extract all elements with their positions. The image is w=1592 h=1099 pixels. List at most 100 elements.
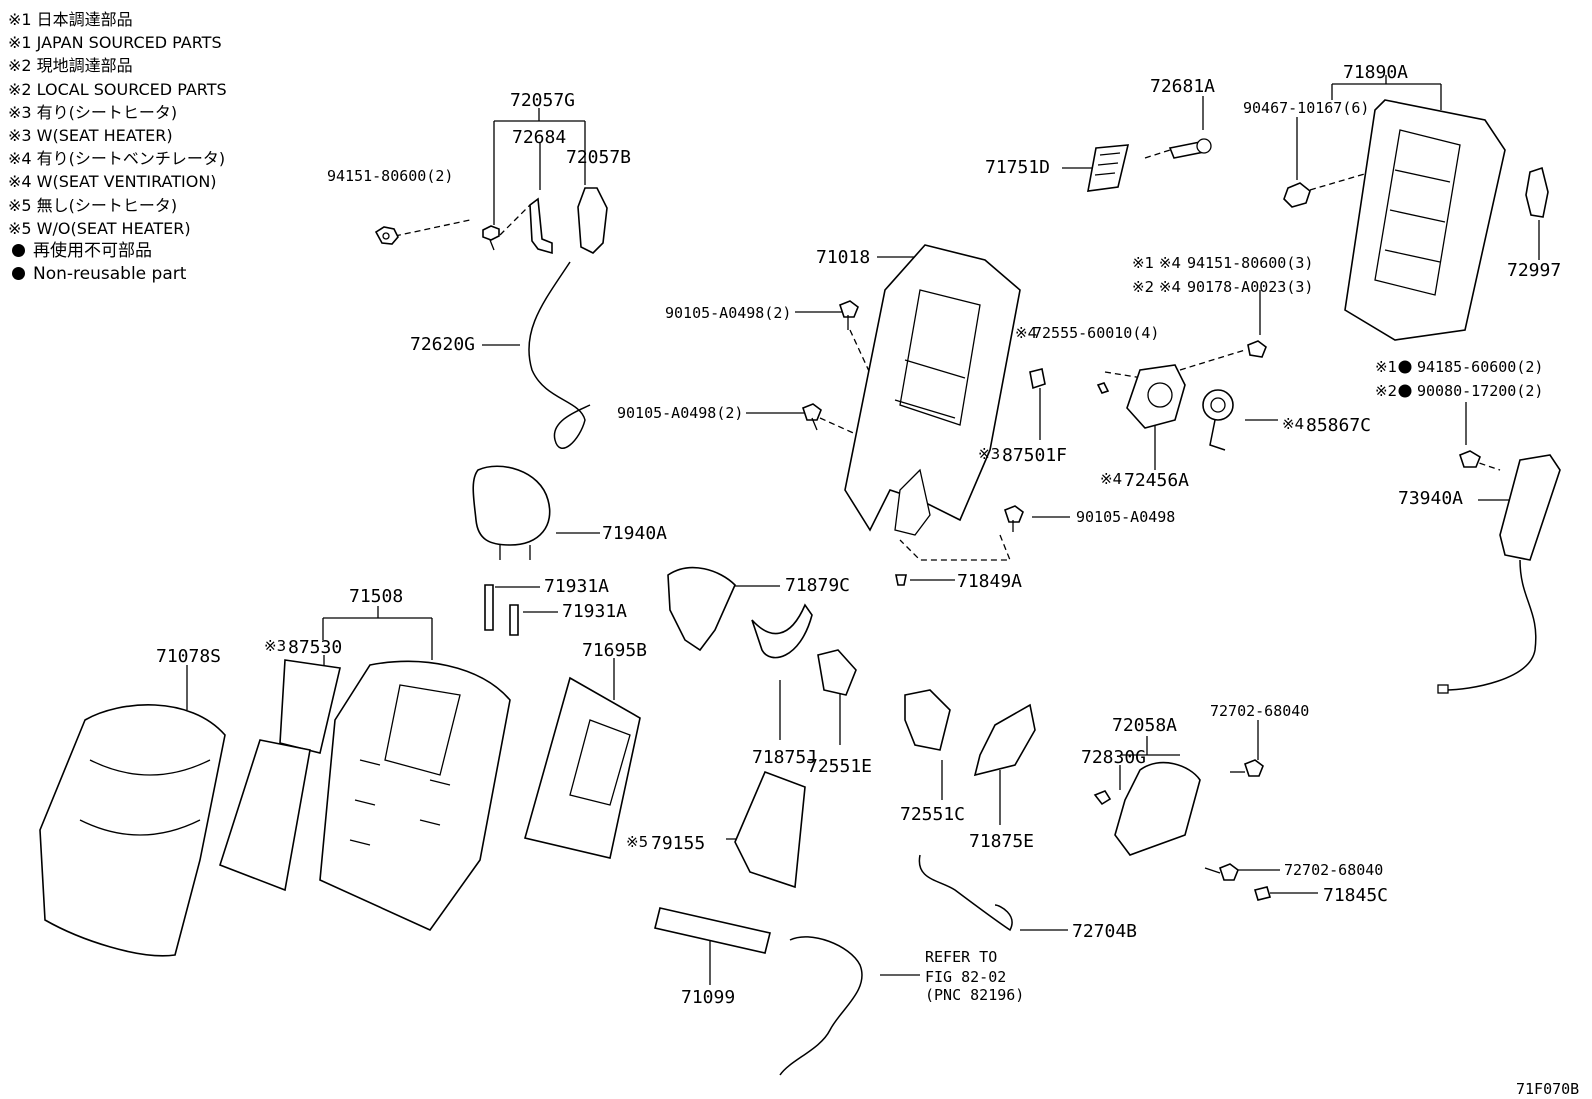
clip-71845c-icon (1253, 886, 1272, 901)
cover-71875e-icon (973, 703, 1036, 777)
clip-71849a-icon (895, 574, 907, 586)
part-label: 71931A (562, 601, 627, 622)
airbag-73940a-icon (1437, 454, 1561, 694)
bolt-icon (1004, 505, 1024, 532)
legend-line: ※2 LOCAL SOURCED PARTS (8, 79, 227, 99)
part-mark: ※3 (264, 637, 286, 655)
part-label: 71695B (582, 640, 647, 661)
sensor-87501f-icon (1029, 368, 1046, 390)
legend-line: ※5 W/O(SEAT HEATER) (8, 218, 191, 238)
part-label: 73940A (1398, 488, 1463, 509)
part-label: 71879C (785, 575, 850, 596)
part-label: 87501F (1002, 445, 1067, 466)
part-label: 79155 (651, 833, 705, 854)
part-label: 71751D (985, 157, 1050, 178)
part-label: 71078S (156, 646, 221, 667)
headrest-71940a-icon (472, 465, 551, 560)
cover-72997-icon (1525, 166, 1549, 218)
part-label: 90080-17200(2) (1417, 382, 1543, 400)
cover-72058a-icon (1114, 761, 1201, 856)
bracket-72057b-icon (577, 187, 608, 254)
part-label: 71940A (602, 523, 667, 544)
part-label: 72057G (510, 90, 575, 111)
part-label: 87530 (288, 637, 342, 658)
part-mark: ※4 (1282, 415, 1304, 433)
part-label: 90105-A0498(2) (665, 304, 791, 322)
part-label: 85867C (1306, 415, 1371, 436)
part-label: 72551E (807, 756, 872, 777)
part-label: 72681A (1150, 76, 1215, 97)
part-label: 72057B (566, 147, 631, 168)
part-label: 72684 (512, 127, 566, 148)
legend: ※1 日本調達部品 ※1 JAPAN SOURCED PARTS ※2 現地調達… (8, 8, 227, 286)
refer-note-line: (PNC 82196) (925, 986, 1024, 1004)
part-label: 72702-68040 (1210, 702, 1309, 720)
cover-72551e-icon (817, 649, 857, 696)
part-label: 71875E (969, 831, 1034, 852)
cover-71875j-icon (751, 603, 813, 659)
legend-line: ※5 無し(シートヒータ) (8, 195, 178, 215)
part-label: 72620G (410, 334, 475, 355)
part-mark: ※5 (626, 833, 648, 851)
part-label: 90105-A0498 (1076, 508, 1175, 526)
fan-85867c-icon (1202, 389, 1234, 451)
heater-87530-icon (219, 659, 341, 892)
board-71099-icon (654, 907, 771, 954)
part-label: 72830G (1081, 747, 1146, 768)
part-mark: ※4 (1015, 324, 1037, 342)
screw-icon (1230, 759, 1264, 777)
part-label: 72058A (1112, 715, 1177, 736)
guide-71931a-icon (509, 604, 519, 636)
part-label: 71018 (816, 247, 870, 268)
heater-79155-icon (734, 770, 806, 889)
part-label: 71931A (544, 576, 609, 597)
part-label: 72551C (900, 804, 965, 825)
part-label: 71099 (681, 987, 735, 1008)
part-label: 71849A (957, 571, 1022, 592)
part-labels: 72057G 72684 72057B 94151-80600(2) 72620… (156, 62, 1579, 1098)
part-label: 71875J (752, 747, 817, 768)
part-label: 94185-60600(2) (1417, 358, 1543, 376)
legend-line: ※3 有り(シートヒータ) (8, 102, 178, 122)
part-label: 90178-A0023(3) (1187, 278, 1313, 296)
nut-icon (374, 226, 399, 245)
pad-71751d-icon (1087, 144, 1130, 192)
screw-icon (1204, 863, 1239, 881)
part-label: 94151-80600(3) (1187, 254, 1313, 272)
legend-nonreusable-en: Non-reusable part (8, 263, 227, 286)
clip-72830g-icon (1093, 790, 1112, 806)
part-label: 72456A (1124, 470, 1189, 491)
part-label: 72704B (1072, 921, 1137, 942)
part-drawings (39, 99, 1561, 1076)
nut-icon (1247, 340, 1267, 358)
bolt-icon (802, 403, 822, 431)
cover-72551c-icon (904, 689, 951, 751)
clip-90467-icon (1283, 182, 1311, 208)
guide-71931a-icon (484, 584, 494, 631)
legend-line: ※1 日本調達部品 (8, 10, 133, 29)
seatback-pad-71508-icon (319, 660, 511, 932)
part-mark: ※4 (1100, 470, 1122, 488)
part-label: 71845C (1323, 885, 1388, 906)
part-label: 71890A (1343, 62, 1408, 83)
part-label: 72702-68040 (1284, 861, 1383, 879)
seatback-panel-71890a-icon (1344, 99, 1506, 341)
legend-nonreusable-jp: 再使用不可部品 (8, 240, 227, 263)
legend-line: ※1 JAPAN SOURCED PARTS (8, 33, 222, 53)
part-label: 94151-80600(2) (327, 167, 453, 185)
wire-72704b-icon (918, 854, 1013, 932)
legend-line: ※3 W(SEAT HEATER) (8, 126, 173, 146)
refer-note-line: FIG 82-02 (925, 968, 1006, 986)
part-label: 90105-A0498(2) (617, 404, 743, 422)
bracket-72057-icon (529, 197, 553, 255)
part-label: 90467-10167(6) (1243, 99, 1369, 117)
part-mark: ※1 (1375, 358, 1397, 376)
legend-line: ※4 W(SEAT VENTIRATION) (8, 172, 217, 192)
part-label: 72997 (1507, 260, 1561, 281)
legend-line: ※4 有り(シートベンチレータ) (8, 149, 226, 169)
cable-72620g-icon (528, 261, 591, 449)
seat-frame-71018-icon (844, 244, 1021, 536)
part-mark: ※2 (1375, 382, 1397, 400)
refer-note-line: REFER TO (925, 948, 997, 966)
